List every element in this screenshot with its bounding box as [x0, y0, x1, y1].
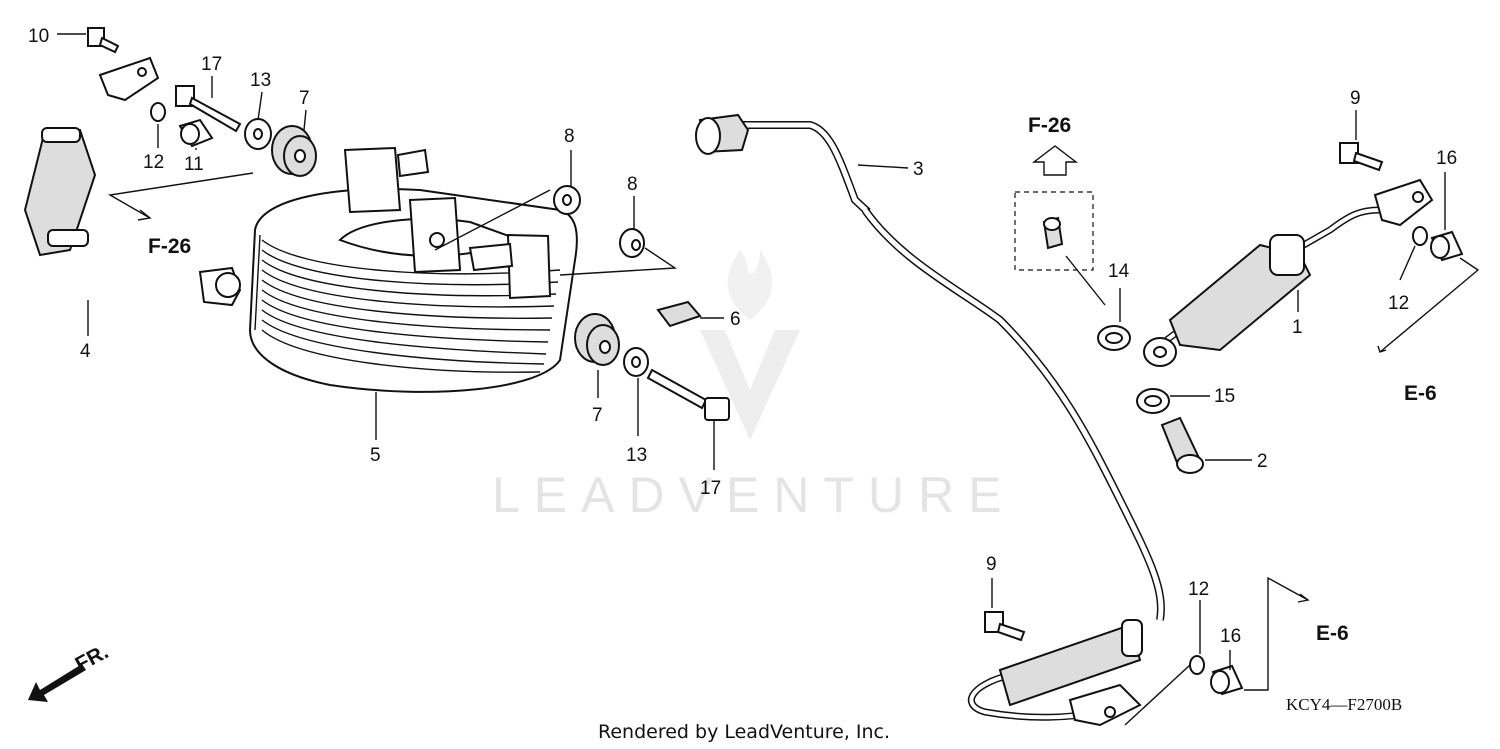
oil-cooler — [248, 146, 578, 393]
callout-14: 14 — [1108, 261, 1130, 282]
callout-13-lower: 13 — [626, 445, 647, 466]
washer-13-lower — [623, 347, 649, 377]
washer-14 — [1097, 325, 1131, 351]
callout-12-lower: 12 — [1188, 579, 1209, 600]
watermark-logo — [700, 250, 800, 440]
collar-16-lower — [1210, 664, 1244, 696]
callout-7-upper: 7 — [299, 88, 310, 109]
callout-16-upper: 16 — [1436, 148, 1457, 169]
pad-6 — [656, 300, 702, 328]
callout-8-lower: 8 — [627, 174, 638, 195]
callout-1: 1 — [1292, 317, 1303, 338]
oil-hose-left — [23, 56, 242, 307]
credit-text: Rendered by LeadVenture, Inc. — [598, 721, 890, 743]
ref-e6-right: E-6 — [1404, 382, 1437, 405]
callout-3: 3 — [913, 159, 924, 180]
diagram-code: KCY4—F2700B — [1286, 695, 1402, 714]
callout-15: 15 — [1214, 386, 1235, 407]
washer-15 — [1136, 388, 1170, 414]
washer-13-upper — [244, 118, 272, 150]
callout-9-lower: 9 — [986, 554, 997, 575]
up-arrow-icon — [1031, 145, 1079, 176]
grommet-7-upper — [271, 125, 317, 177]
callout-5: 5 — [370, 445, 381, 466]
callout-4: 4 — [80, 341, 91, 362]
callout-13-upper: 13 — [250, 70, 271, 91]
callout-2: 2 — [1257, 451, 1268, 472]
callout-12-right: 12 — [1388, 293, 1409, 314]
bolt-9-lower — [984, 611, 1026, 642]
ref-e6-bottom: E-6 — [1316, 622, 1349, 645]
oil-pipe-3 — [695, 113, 1165, 621]
washer-8-upper — [553, 185, 581, 215]
ref-f26-left: F-26 — [148, 235, 191, 258]
callout-17-lower: 17 — [700, 478, 721, 499]
callout-9-upper: 9 — [1350, 88, 1361, 109]
oil-hose-lower — [967, 619, 1143, 727]
oil-hose-right — [1143, 178, 1434, 367]
callout-12-left: 12 — [143, 152, 164, 173]
callout-8-upper: 8 — [564, 126, 575, 147]
collar-16-upper — [1430, 230, 1464, 262]
callout-10: 10 — [28, 26, 49, 47]
callout-7-lower: 7 — [592, 405, 603, 426]
bolt-9-upper — [1339, 142, 1384, 172]
grommet-7-lower — [574, 313, 620, 366]
callout-11: 11 — [184, 154, 204, 175]
washer-8-lower — [619, 228, 645, 258]
reference-box — [1014, 191, 1094, 271]
bolt-10 — [87, 27, 120, 54]
washer-12-right — [1412, 226, 1428, 246]
callout-6: 6 — [730, 309, 741, 330]
callout-16-lower: 16 — [1220, 626, 1241, 647]
washer-12-lower — [1189, 655, 1205, 675]
callout-17-upper: 17 — [201, 54, 222, 75]
leader-lines — [57, 33, 1480, 726]
ref-f26-top: F-26 — [1028, 114, 1071, 137]
bolt-17-upper — [175, 85, 242, 133]
front-arrow-icon — [28, 664, 86, 702]
washer-12-left — [150, 102, 166, 122]
collar-11 — [178, 118, 214, 148]
watermark-text: LEADVENTURE — [492, 467, 1016, 523]
bolt-17-lower — [646, 368, 730, 421]
union-bolt-2 — [1160, 416, 1204, 474]
